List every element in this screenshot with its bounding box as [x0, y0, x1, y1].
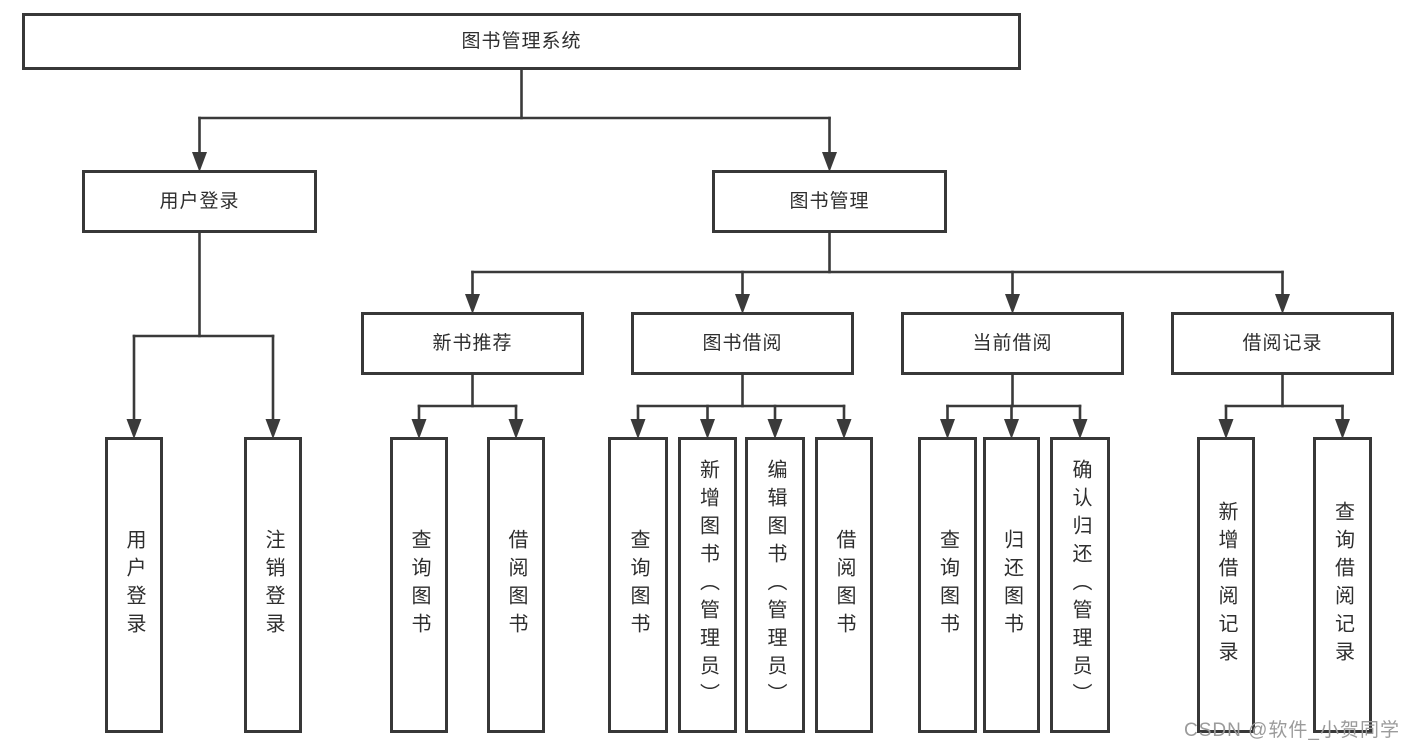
- node-cb-return-books: 归还图书: [983, 437, 1040, 733]
- arrow-down-icon: [265, 419, 281, 439]
- node-new-book-recommendation: 新书推荐: [361, 312, 584, 375]
- node-bb-search-books: 查询图书: [608, 437, 668, 733]
- node-cb-search-books: 查询图书: [918, 437, 977, 733]
- node-br-search-borrow-record: 查询借阅记录: [1313, 437, 1372, 733]
- node-book-management: 图书管理: [712, 170, 947, 233]
- arrow-down-icon: [767, 419, 783, 439]
- node-borrowing-records: 借阅记录: [1171, 312, 1394, 375]
- node-bb-edit-books-admin: 编辑图书（管理员）: [745, 437, 805, 733]
- arrow-down-icon: [1275, 294, 1290, 314]
- arrow-down-icon: [1005, 294, 1020, 314]
- arrow-down-icon: [126, 419, 142, 439]
- node-system: 图书管理系统: [22, 13, 1021, 70]
- arrow-down-icon: [940, 419, 955, 439]
- arrow-down-icon: [1004, 419, 1019, 439]
- node-book-borrowing: 图书借阅: [631, 312, 854, 375]
- node-logout-action: 注销登录: [244, 437, 302, 733]
- arrow-down-icon: [735, 294, 750, 314]
- node-nb-search-books: 查询图书: [390, 437, 448, 733]
- watermark: CSDN @软件_小贺同学: [1184, 720, 1400, 741]
- arrow-down-icon: [411, 419, 427, 439]
- arrow-down-icon: [700, 419, 715, 439]
- arrow-down-icon: [836, 419, 852, 439]
- arrow-down-icon: [630, 419, 646, 439]
- arrow-down-icon: [1072, 419, 1088, 439]
- node-bb-borrow-books: 借阅图书: [815, 437, 873, 733]
- node-user-login: 用户登录: [82, 170, 317, 233]
- arrow-down-icon: [465, 294, 480, 314]
- node-current-borrowing: 当前借阅: [901, 312, 1124, 375]
- arrow-down-icon: [1218, 419, 1234, 439]
- arrow-down-icon: [822, 152, 837, 172]
- arrow-down-icon: [508, 419, 524, 439]
- node-user-login-action: 用户登录: [105, 437, 163, 733]
- node-cb-confirm-return-admin: 确认归还（管理员）: [1050, 437, 1110, 733]
- node-nb-borrow-books: 借阅图书: [487, 437, 545, 733]
- arrow-down-icon: [192, 152, 207, 172]
- node-bb-add-books-admin: 新增图书（管理员）: [678, 437, 737, 733]
- arrow-down-icon: [1335, 419, 1350, 439]
- node-br-add-borrow-record: 新增借阅记录: [1197, 437, 1255, 733]
